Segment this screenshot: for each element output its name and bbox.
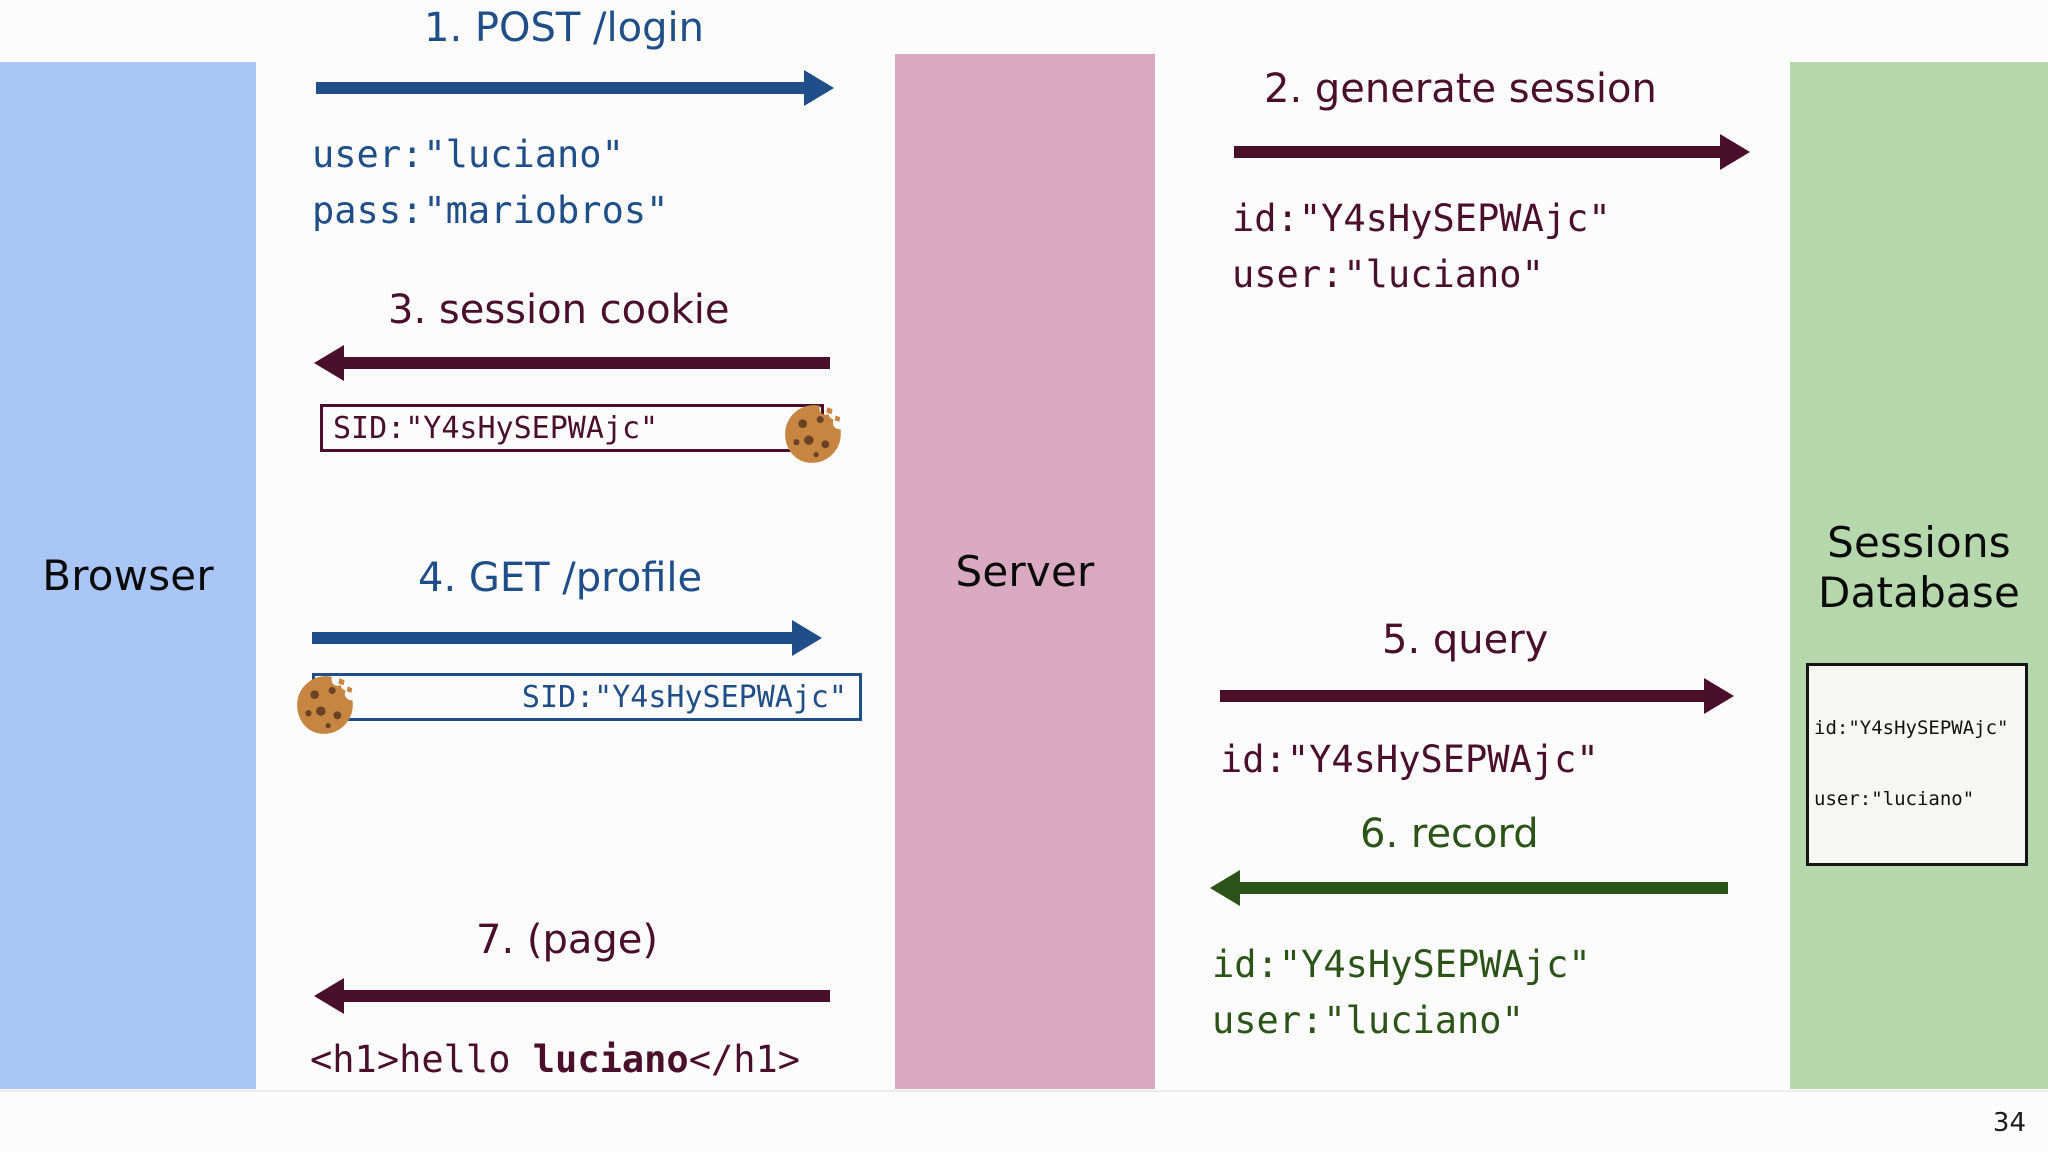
arrow-session-cookie	[316, 357, 830, 369]
message-label-session-cookie: 3. session cookie	[388, 287, 730, 333]
payload-post-login-line1: user:"luciano"	[312, 133, 624, 176]
cookie-icon-response	[781, 401, 847, 467]
payload-page-bold: luciano	[532, 1038, 689, 1081]
cookie-box-request-text: SID:"Y4sHySEPWAjc"	[521, 679, 847, 715]
payload-generate-session-line1: id:"Y4sHySEPWAjc"	[1232, 197, 1611, 240]
message-label-query: 5. query	[1382, 617, 1549, 663]
payload-page-suffix: </h1>	[688, 1038, 801, 1081]
message-label-generate-session: 2. generate session	[1264, 66, 1657, 112]
database-record-line1: id:"Y4sHySEPWAjc"	[1814, 716, 2009, 739]
arrow-post-login	[316, 82, 832, 94]
message-label-page: 7. (page)	[476, 917, 658, 963]
arrow-record	[1212, 882, 1728, 894]
database-record-box: id:"Y4sHySEPWAjc" user:"luciano"	[1806, 663, 2028, 866]
arrow-get-profile	[312, 632, 820, 644]
message-label-record: 6. record	[1360, 811, 1539, 857]
actor-label-server: Server	[955, 546, 1095, 596]
message-label-post-login: 1. POST /login	[424, 5, 704, 51]
cookie-icon-request	[293, 672, 359, 738]
cookie-box-response-text: SID:"Y4sHySEPWAjc"	[333, 410, 659, 446]
payload-post-login-line2: pass:"mariobros"	[312, 189, 669, 232]
payload-record-line1: id:"Y4sHySEPWAjc"	[1212, 943, 1591, 986]
payload-page-prefix: <h1>hello	[310, 1038, 533, 1081]
actor-label-browser: Browser	[42, 550, 214, 600]
payload-generate-session-line2: user:"luciano"	[1232, 253, 1544, 296]
actor-column-browser: Browser	[0, 62, 256, 1089]
payload-query-line1: id:"Y4sHySEPWAjc"	[1220, 738, 1599, 781]
actor-column-database: Sessions Database	[1790, 62, 2048, 1089]
arrow-query	[1220, 690, 1732, 702]
cookie-box-response: SID:"Y4sHySEPWAjc"	[320, 404, 841, 463]
payload-record-line2: user:"luciano"	[1212, 999, 1524, 1042]
actor-column-server: Server	[895, 54, 1155, 1089]
footer-divider	[0, 1090, 2048, 1092]
message-label-get-profile: 4. GET /profile	[418, 555, 703, 601]
actor-label-database-line1: Sessions	[1827, 518, 2011, 567]
database-record-line2: user:"luciano"	[1814, 787, 1975, 810]
arrow-generate-session	[1234, 146, 1748, 158]
page-number: 34	[1992, 1108, 2026, 1138]
cookie-box-request: SID:"Y4sHySEPWAjc"	[297, 673, 862, 734]
actor-label-database-line2: Database	[1817, 567, 2020, 617]
payload-page-html: <h1>hello luciano</h1>	[310, 1037, 800, 1082]
arrow-page	[316, 990, 830, 1002]
